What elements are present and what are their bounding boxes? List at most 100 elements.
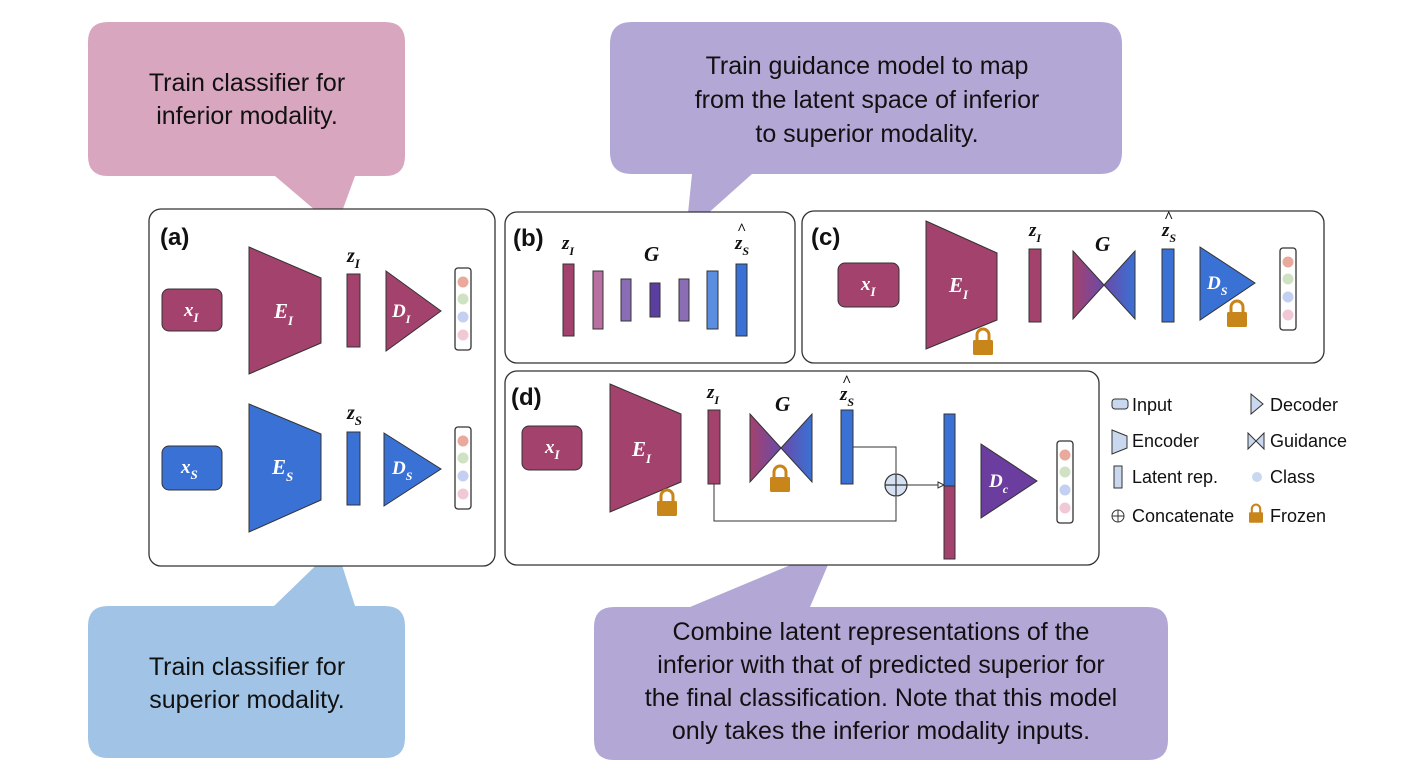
- legend-guidance: Guidance: [1247, 431, 1347, 451]
- encoder-inferior-d: EI: [609, 383, 682, 513]
- guidance-layer-3: [649, 282, 661, 318]
- callout-combine-line-3: the final classification. Note that this…: [645, 684, 1117, 712]
- arrow-head: [937, 481, 946, 489]
- svg-text:Class: Class: [1270, 467, 1315, 487]
- svg-text:xI: xI: [860, 274, 877, 299]
- input-x-inferior: xI: [161, 288, 223, 332]
- legend-decoder: Decoder: [1250, 392, 1338, 416]
- encoder-inferior: EI: [248, 246, 322, 375]
- callout-guidance-line-2: from the latent space of inferior: [695, 86, 1040, 114]
- callout-guidance: Train guidance model to map from the lat…: [610, 22, 1122, 233]
- guidance-model-d: [749, 412, 813, 484]
- legend-concatenate: Concatenate: [1111, 506, 1234, 526]
- input-x-inferior-d: xI: [521, 425, 583, 471]
- panel-b: (b) zI G ^ zS: [504, 211, 796, 364]
- callout-inferior-classifier: Train classifier for inferior modality.: [88, 22, 405, 228]
- label-z-hat-superior-d: zS: [839, 384, 854, 409]
- latent-concatenated-d: [943, 413, 956, 560]
- class-output-superior: [454, 426, 472, 510]
- svg-text:xI: xI: [544, 437, 561, 462]
- decoder-combined-d: Dc: [980, 443, 1038, 519]
- connector-z-inferior-to-concat: [713, 484, 897, 522]
- label-z-hat-superior-b: zS: [734, 233, 749, 258]
- input-x-superior: xS: [161, 445, 223, 491]
- concatenate-icon: [884, 473, 908, 497]
- guidance-layer-2: [620, 278, 632, 322]
- label-guidance-b: G: [644, 242, 659, 266]
- input-x-inferior-c: xI: [837, 262, 900, 308]
- latent-z-inferior: [346, 273, 361, 348]
- guidance-layer-4: [678, 278, 690, 322]
- latent-z-inferior-c: [1028, 248, 1042, 323]
- svg-text:xI: xI: [183, 300, 200, 325]
- hat-mark-c: ^: [1164, 209, 1173, 226]
- callout-superior-line-1: Train classifier for: [149, 653, 345, 681]
- class-output-d: [1056, 440, 1074, 524]
- callout-guidance-line-1: Train guidance model to map: [706, 52, 1029, 80]
- panel-a-label: (a): [160, 224, 189, 251]
- callout-guidance-line-3: to superior modality.: [755, 120, 978, 148]
- panel-d: (d) xI EI zI G ^ zS: [504, 370, 1100, 566]
- svg-text:EI: EI: [948, 273, 969, 302]
- panel-d-label: (d): [511, 384, 542, 411]
- svg-text:DS: DS: [391, 458, 413, 483]
- svg-text:Concatenate: Concatenate: [1132, 506, 1234, 526]
- legend-input: Input: [1111, 395, 1172, 415]
- callout-combine-line-4: only takes the inferior modality inputs.: [672, 717, 1090, 745]
- callout-inferior-line-2: inferior modality.: [156, 102, 338, 130]
- decoder-superior: DS: [383, 432, 442, 507]
- svg-text:Dc: Dc: [988, 471, 1009, 496]
- svg-text:DS: DS: [1206, 273, 1228, 298]
- guidance-layer-1: [592, 270, 604, 330]
- legend: Input Decoder Encoder Guidance Latent re…: [1111, 392, 1347, 526]
- latent-z-inferior-b: [562, 263, 575, 337]
- panel-b-label: (b): [513, 225, 544, 252]
- encoder-superior: ES: [248, 403, 322, 533]
- panel-c: (c) xI EI zI G ^ zS DS: [801, 209, 1325, 364]
- label-z-inferior-d: zI: [706, 382, 720, 407]
- latent-z-hat-superior-c: [1161, 248, 1175, 323]
- decoder-superior-c: DS: [1199, 246, 1256, 321]
- hat-mark-b: ^: [737, 221, 746, 238]
- class-output-c: [1279, 247, 1297, 331]
- svg-text:Decoder: Decoder: [1270, 395, 1338, 415]
- legend-encoder: Encoder: [1111, 429, 1199, 455]
- lock-icon-legend: [1249, 503, 1263, 523]
- callout-inferior-line-1: Train classifier for: [149, 69, 345, 97]
- callout-superior-line-2: superior modality.: [149, 686, 344, 714]
- decoder-inferior: DI: [385, 270, 442, 352]
- svg-text:Input: Input: [1132, 395, 1172, 415]
- label-z-superior: zS: [346, 402, 362, 428]
- hat-mark-d: ^: [842, 373, 851, 390]
- encoder-inferior-c: EI: [925, 220, 998, 350]
- svg-text:ES: ES: [271, 455, 293, 484]
- panel-a: (a) xI EI zI DI xS ES zS DS: [148, 208, 496, 567]
- label-z-inferior: zI: [346, 245, 361, 271]
- label-z-inferior-c: zI: [1028, 220, 1042, 245]
- svg-text:Guidance: Guidance: [1270, 431, 1347, 451]
- latent-z-superior: [346, 431, 361, 506]
- svg-text:xS: xS: [180, 457, 198, 482]
- connector-z-hat-to-concat: [853, 446, 897, 473]
- callout-combine: Combine latent representations of the in…: [594, 546, 1168, 760]
- class-output-inferior: [454, 267, 472, 351]
- svg-text:EI: EI: [631, 437, 652, 466]
- svg-text:Latent rep.: Latent rep.: [1132, 467, 1218, 487]
- legend-class: Class: [1252, 467, 1315, 487]
- label-z-hat-superior-c: zS: [1161, 220, 1176, 245]
- label-guidance-c: G: [1095, 232, 1110, 256]
- latent-z-hat-superior-d: [840, 409, 854, 485]
- svg-text:Encoder: Encoder: [1132, 431, 1199, 451]
- legend-frozen: Frozen: [1249, 503, 1326, 526]
- guidance-layer-5: [706, 270, 719, 330]
- svg-text:Frozen: Frozen: [1270, 506, 1326, 526]
- latent-z-hat-superior-b: [735, 263, 748, 337]
- svg-text:EI: EI: [273, 299, 294, 328]
- label-z-inferior-b: zI: [561, 233, 575, 258]
- callout-combine-line-2: inferior with that of predicted superior…: [657, 651, 1104, 679]
- label-guidance-d: G: [775, 392, 790, 416]
- callout-combine-line-1: Combine latent representations of the: [673, 618, 1090, 646]
- guidance-model-c: [1072, 249, 1136, 321]
- panel-c-label: (c): [811, 224, 840, 251]
